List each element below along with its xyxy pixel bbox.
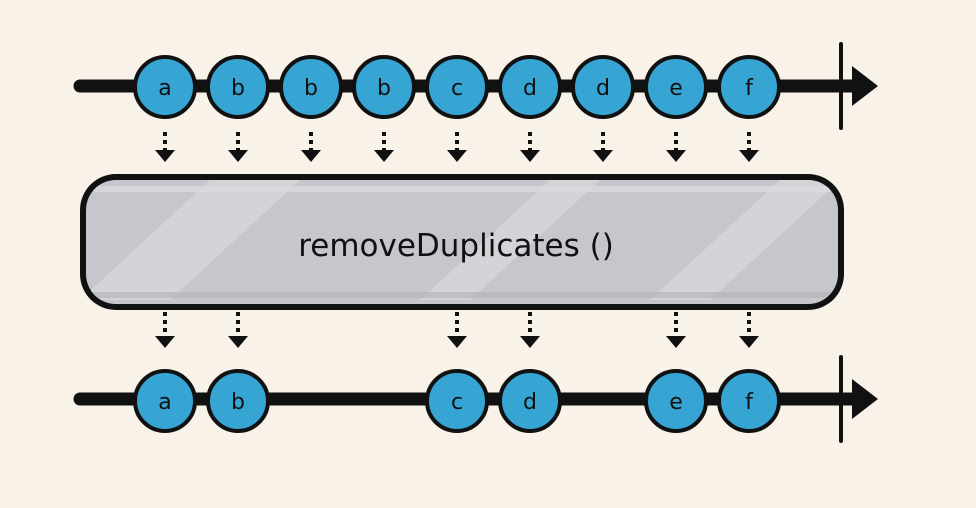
input-marble: b bbox=[279, 55, 343, 119]
input-marble: b bbox=[206, 55, 270, 119]
down-arrow-icon bbox=[447, 132, 467, 162]
output-marbles: a b c d e f bbox=[133, 369, 781, 433]
marble-label: f bbox=[745, 76, 754, 101]
down-arrow-icon bbox=[228, 132, 248, 162]
marble-label: d bbox=[523, 76, 537, 101]
marble-circle bbox=[644, 55, 708, 119]
marble-circle bbox=[644, 369, 708, 433]
down-arrow-icon bbox=[739, 312, 759, 348]
input-marble: f bbox=[717, 55, 781, 119]
down-arrow-icon bbox=[739, 132, 759, 162]
marble-circle bbox=[425, 55, 489, 119]
input-marble: d bbox=[498, 55, 562, 119]
down-arrow-icon bbox=[520, 132, 540, 162]
down-arrow-icon bbox=[447, 312, 467, 348]
down-arrow-icon bbox=[666, 312, 686, 348]
output-marble: e bbox=[644, 369, 708, 433]
down-arrow-icon bbox=[301, 132, 321, 162]
marble-circle bbox=[206, 55, 270, 119]
down-arrow-icon bbox=[520, 312, 540, 348]
marble-label: f bbox=[745, 390, 754, 415]
marble-label: d bbox=[596, 76, 610, 101]
down-arrow-icon bbox=[228, 312, 248, 348]
output-timeline-arrowhead bbox=[852, 379, 878, 419]
marble-circle bbox=[133, 55, 197, 119]
marble-label: c bbox=[451, 390, 463, 415]
marble-circle bbox=[498, 369, 562, 433]
marble-circle bbox=[352, 55, 416, 119]
down-arrow-icon bbox=[593, 132, 613, 162]
marble-label: e bbox=[669, 76, 683, 101]
marble-label: b bbox=[231, 76, 245, 101]
input-timeline-arrowhead bbox=[852, 66, 878, 106]
marble-circle bbox=[133, 369, 197, 433]
marble-circle bbox=[717, 55, 781, 119]
operator-box: removeDuplicates () bbox=[80, 174, 844, 310]
marble-label: d bbox=[523, 390, 537, 415]
down-arrow-icon bbox=[374, 132, 394, 162]
input-arrows bbox=[155, 132, 759, 162]
marble-label: b bbox=[377, 76, 391, 101]
operator-label: removeDuplicates () bbox=[298, 228, 614, 264]
output-arrows bbox=[155, 312, 759, 348]
marble-circle bbox=[425, 369, 489, 433]
down-arrow-icon bbox=[155, 312, 175, 348]
marble-circle bbox=[279, 55, 343, 119]
output-marble: a bbox=[133, 369, 197, 433]
marble-label: a bbox=[158, 390, 171, 415]
operator-sheen bbox=[86, 180, 838, 300]
marble-label: a bbox=[158, 76, 171, 101]
down-arrow-icon bbox=[666, 132, 686, 162]
marble-label: b bbox=[304, 76, 318, 101]
marble-label: c bbox=[451, 76, 463, 101]
output-marble: c bbox=[425, 369, 489, 433]
input-marble: d bbox=[571, 55, 635, 119]
marble-circle bbox=[498, 55, 562, 119]
output-marble: b bbox=[206, 369, 270, 433]
input-marble: e bbox=[644, 55, 708, 119]
input-marble: a bbox=[133, 55, 197, 119]
marble-circle bbox=[206, 369, 270, 433]
marble-label: b bbox=[231, 390, 245, 415]
marble-circle bbox=[717, 369, 781, 433]
down-arrow-icon bbox=[155, 132, 175, 162]
marble-circle bbox=[571, 55, 635, 119]
marble-label: e bbox=[669, 390, 683, 415]
output-marble: f bbox=[717, 369, 781, 433]
input-marble: c bbox=[425, 55, 489, 119]
output-marble: d bbox=[498, 369, 562, 433]
input-marble: b bbox=[352, 55, 416, 119]
